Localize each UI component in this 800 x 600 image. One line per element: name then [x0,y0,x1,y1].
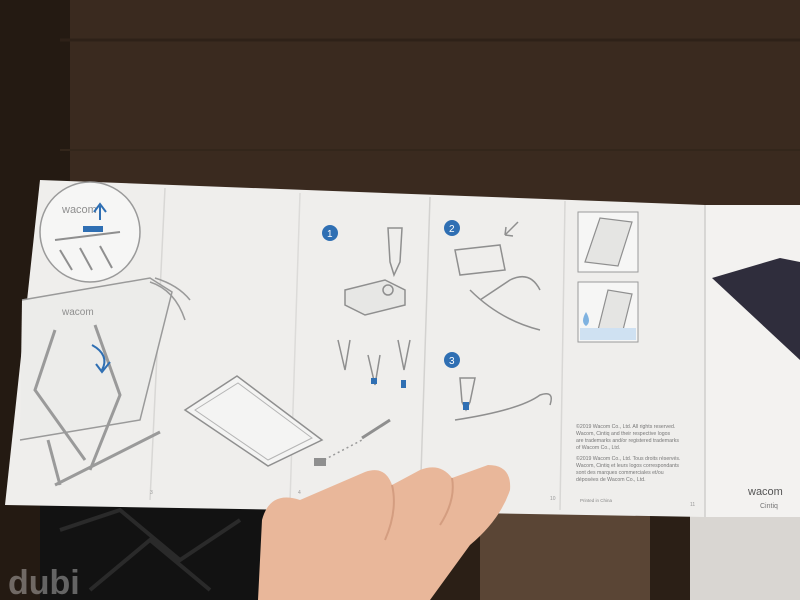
copyright-line: Wacom, Cintiq et leurs logos corresponda… [576,463,679,469]
page-number: 10 [550,496,556,502]
copyright-line: are trademarks and/or registered tradema… [576,438,679,444]
page-number: 4 [298,490,301,496]
copyright-line: ©2019 Wacom Co., Ltd. All rights reserve… [576,423,675,430]
brand-right: wacom [747,486,783,498]
nib-hole [382,284,394,296]
page-number: 3 [150,490,153,496]
cardboard-insert [480,500,650,600]
step-2-badge [444,220,460,236]
step-3-blue-tip [463,402,469,410]
hand-knuckle-lines [384,477,454,541]
manual-sheet [5,180,705,517]
step-1-number: 1 [327,229,333,240]
white-foam [690,510,800,600]
tablet-back-outline [19,277,173,441]
nib-blue-1 [371,378,377,384]
water-puddle [580,328,636,340]
copyright-line: of Wacom Co., Ltd. [576,445,620,451]
fold-line-3 [419,196,431,506]
copyright-line: ©2019 Wacom Co., Ltd. Tous droits réserv… [576,455,680,462]
tip-board-top [584,217,633,267]
copyright-line: Wacom, Cintiq and their respective logos [576,431,670,437]
watermark: dubi [8,564,80,600]
tablet-screen [194,382,313,461]
brand-small: wacom [61,204,97,216]
stand-legs [33,324,161,487]
nib-remover-tool [344,279,406,316]
model-right: Cintiq [760,503,778,510]
pen-nib-top [387,227,403,278]
fold-line-4 [559,200,566,511]
step-2-number: 2 [449,224,455,235]
step-1-badge [322,225,338,241]
zoom-arrow-icon [93,202,107,220]
water-drop-icon [583,312,589,326]
box-back-wall [60,0,800,210]
cable-lines [149,277,191,321]
stand-arrow-icon [91,344,111,374]
printed-in: Printed in China [580,498,613,503]
nib-blue-2 [401,380,406,388]
manual-right-panel [705,205,800,517]
black-bag-folds [59,507,242,592]
nib-holder [314,458,326,466]
hand [258,465,511,600]
cintiq-device-image [712,258,800,360]
nib-variants [337,339,411,386]
page-number: 11 [690,502,695,508]
step-3-badge [444,352,460,368]
copyright-line: sont des marques commerciales et/ou [576,470,664,476]
hand-holding-tool [454,244,541,331]
copyright-line: déposées de Wacom Co., Ltd. [576,477,646,483]
pen-illustration [361,418,391,440]
zoom-stand-lines [54,231,121,271]
step-3-number: 3 [449,356,455,367]
copyright-block: ©2019 Wacom Co., Ltd. All rights reserve… [576,423,680,483]
zoom-blue-tab [83,226,103,232]
step-2-arrow-icon [504,221,519,237]
tablet-illustration [183,375,324,467]
brand-stand: wacom [61,307,94,318]
